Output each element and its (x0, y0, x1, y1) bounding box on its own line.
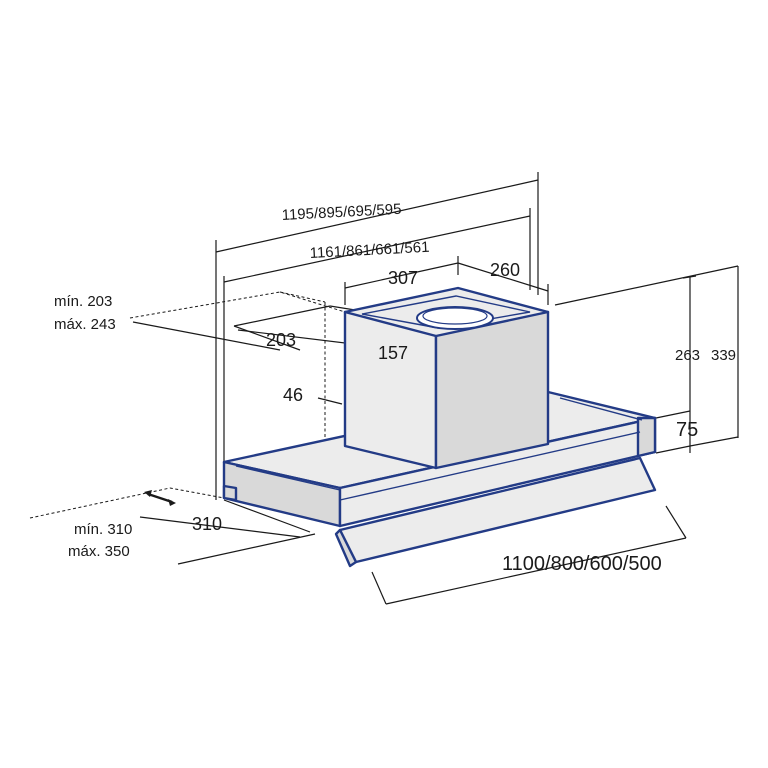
label-max-350: máx. 350 (68, 543, 130, 560)
label-min-310: mín. 310 (74, 521, 132, 538)
label-front-width: 1100/800/600/500 (502, 553, 662, 575)
label-height-75: 75 (676, 419, 698, 441)
label-chimney-depth: 260 (490, 260, 520, 280)
label-chimney-width: 307 (388, 268, 418, 288)
outlet-ring (416, 306, 494, 330)
label-min-203: mín. 203 (54, 293, 112, 310)
label-width-inner: 1161/861/661/561 (309, 239, 430, 262)
label-outlet-depth: 157 (378, 343, 408, 363)
label-width-total: 1195/895/695/595 (281, 201, 402, 224)
left-end-cap (222, 484, 238, 502)
dimension-labels: 1195/895/695/595 1161/861/661/561 307 26… (54, 201, 736, 575)
label-height-339: 339 (711, 347, 736, 364)
hood-body (222, 286, 657, 568)
chimney-side (434, 310, 550, 470)
visor-front (334, 528, 358, 568)
label-height-offset: 46 (283, 385, 303, 405)
chimney-front (343, 310, 438, 470)
label-chimney-inner: 203 (266, 330, 296, 350)
label-height-263: 263 (675, 347, 700, 364)
label-max-243: máx. 243 (54, 316, 116, 333)
label-depth-310: 310 (192, 514, 222, 534)
right-end-block (636, 416, 657, 458)
